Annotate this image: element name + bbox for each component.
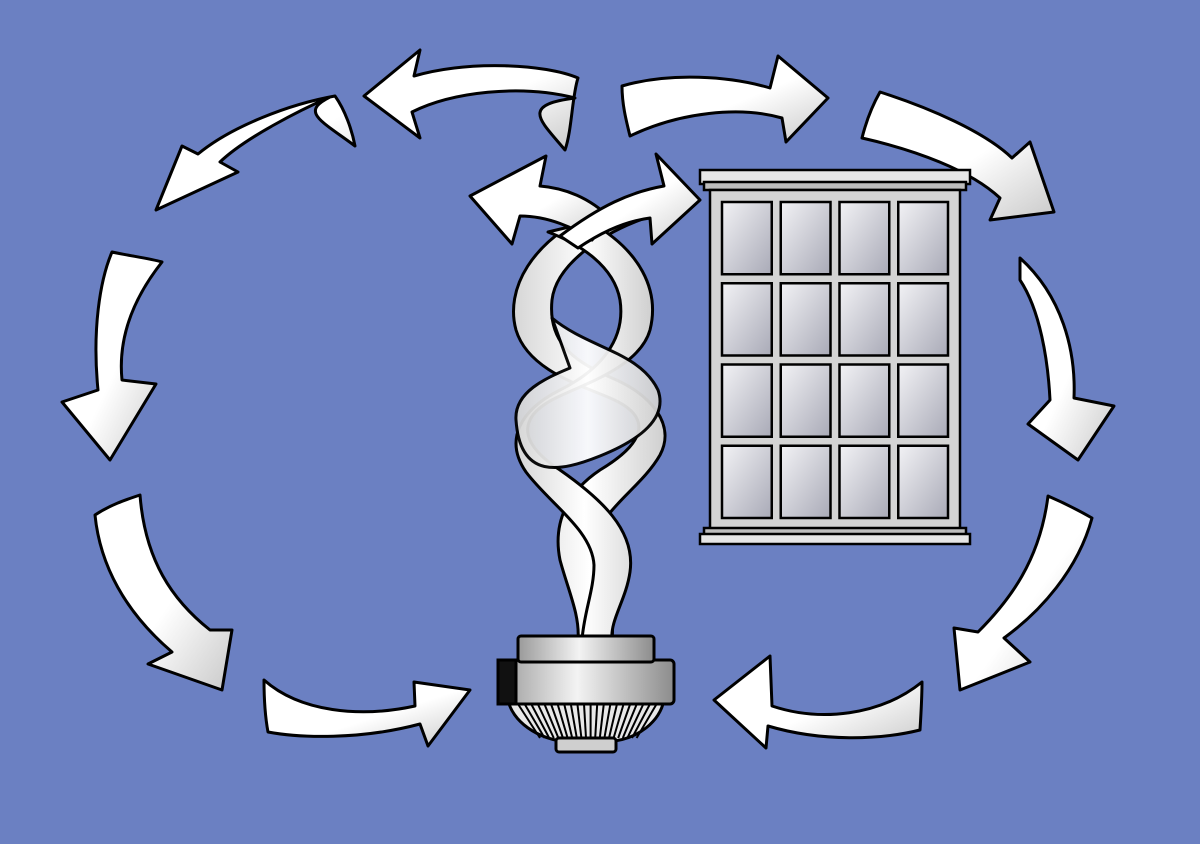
fan-collar <box>516 634 656 664</box>
grille-slat <box>612 703 625 739</box>
window-pane <box>720 200 773 276</box>
grille-slat <box>631 703 651 739</box>
grille-slat <box>530 703 551 739</box>
window-panes <box>720 200 950 520</box>
air-circulator-fan <box>496 634 676 754</box>
grille-slat <box>536 703 555 739</box>
grille-slat <box>626 703 645 739</box>
grille-slat <box>550 703 564 739</box>
window-pane <box>838 282 891 357</box>
window-pane <box>779 363 832 438</box>
window-pane <box>838 444 891 520</box>
grille-slat <box>517 703 541 739</box>
window-pane <box>720 363 773 438</box>
curved-arrow-icon <box>93 493 234 692</box>
window-pane <box>720 444 773 520</box>
curved-arrow-icon <box>860 90 1056 222</box>
curved-arrow-icon <box>558 152 702 250</box>
grille-slat <box>617 703 632 739</box>
grille-slat <box>635 703 658 739</box>
fan-body <box>496 658 676 706</box>
curved-arrow-icon <box>362 48 580 152</box>
window-pane <box>838 200 891 276</box>
fan-body-band <box>496 658 518 706</box>
fan-foot <box>554 736 618 754</box>
curved-arrow-icon <box>262 678 472 748</box>
window-pane <box>779 200 832 276</box>
grille-slat <box>543 703 560 739</box>
window-pane <box>838 363 891 438</box>
vortex-output <box>468 152 702 642</box>
window-pane <box>897 282 950 357</box>
window-pane <box>897 444 950 520</box>
grille-slat <box>598 703 605 739</box>
left-circulation-loop <box>60 48 580 748</box>
grille-slat <box>576 703 583 739</box>
fan-icon <box>496 634 676 754</box>
grille-slat <box>523 703 546 739</box>
vortex-ribbon <box>514 316 662 469</box>
grille-slat <box>583 703 587 739</box>
grille-slat <box>594 703 599 739</box>
curved-arrow-icon <box>620 54 830 144</box>
grille-slat <box>603 703 612 739</box>
window-pane <box>779 444 832 520</box>
grille-slat <box>563 703 574 739</box>
window-pane <box>897 363 950 438</box>
window-sill-base <box>698 532 972 546</box>
curved-arrow-icon <box>712 654 924 750</box>
fan-grille-slats <box>517 703 658 739</box>
grille-slat <box>569 703 578 739</box>
right-circulation-loop <box>620 54 1116 750</box>
curved-arrow-icon <box>60 250 164 462</box>
grille-slat <box>621 703 638 739</box>
window-pane <box>897 200 950 276</box>
window-icon <box>698 168 972 546</box>
curved-arrow-icon <box>1018 256 1116 462</box>
curved-arrow-icon <box>154 94 357 212</box>
window-pane <box>720 282 773 357</box>
grille-slat <box>608 703 618 739</box>
curved-arrow-icon <box>952 494 1094 692</box>
grille-slat <box>556 703 569 739</box>
window-pane <box>779 282 832 357</box>
